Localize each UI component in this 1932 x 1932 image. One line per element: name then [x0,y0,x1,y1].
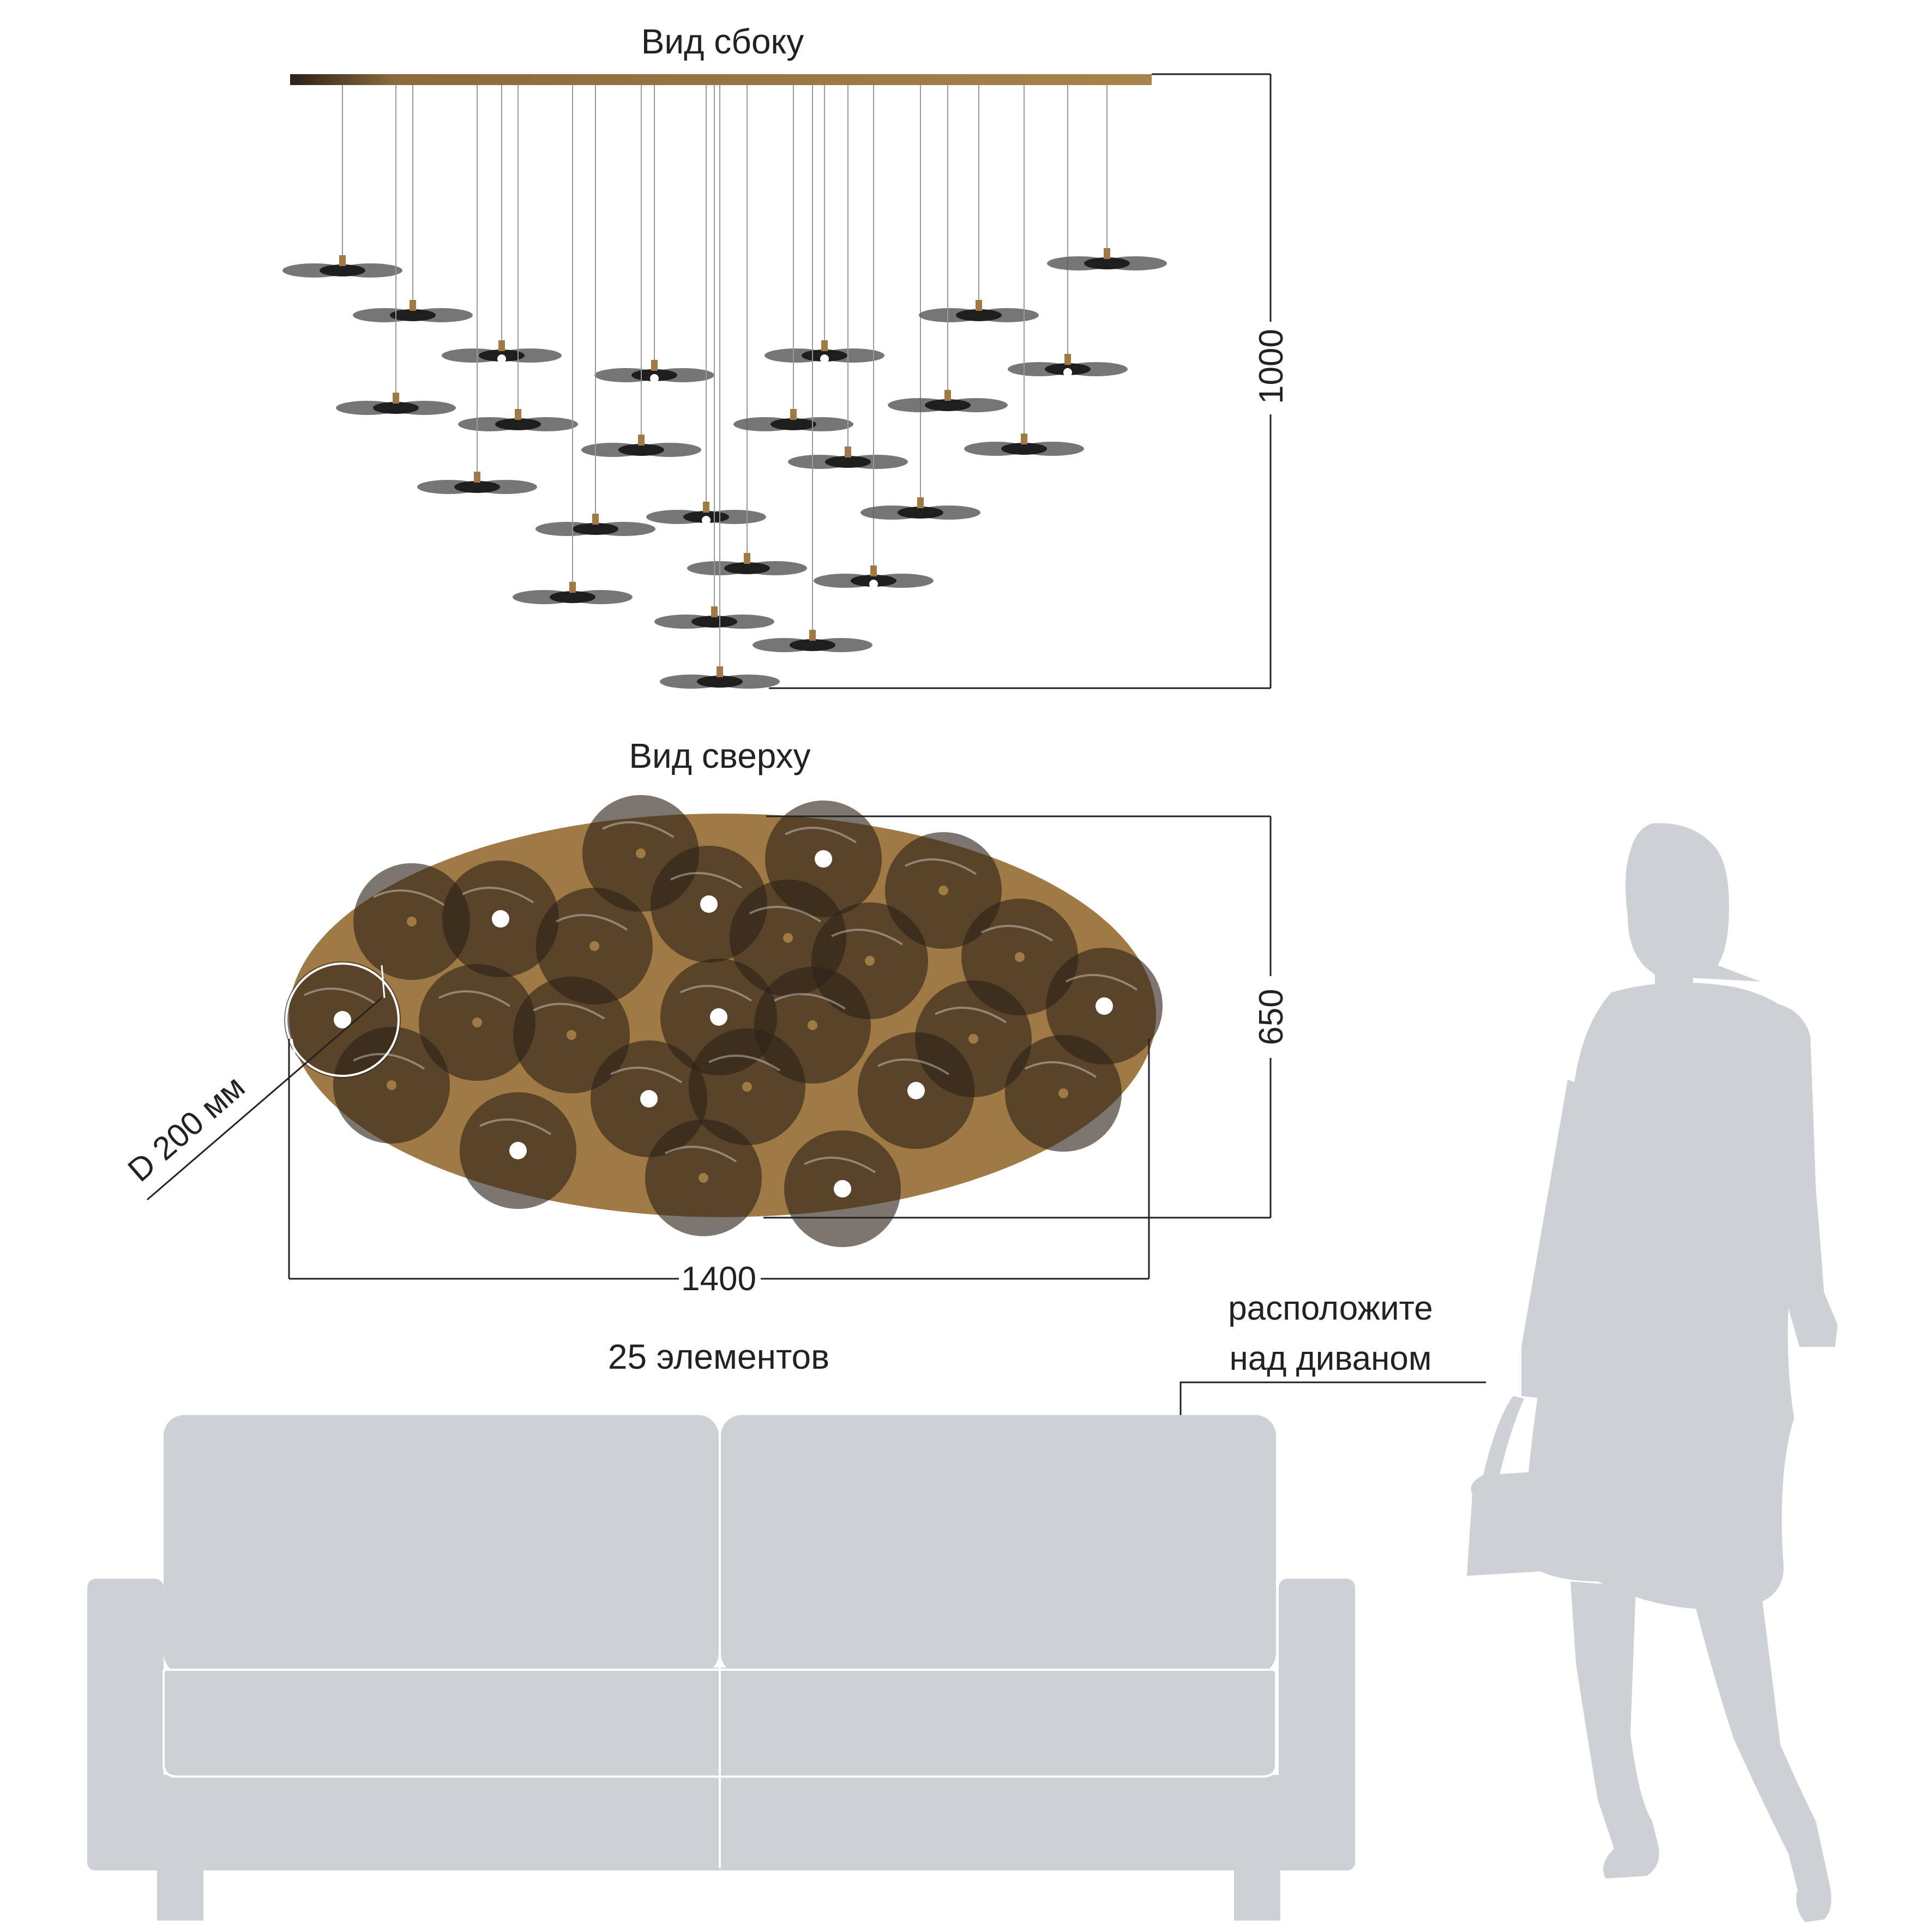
sofa-icon [87,1415,1355,1921]
pendant-side [687,85,807,575]
disc-top [513,977,630,1093]
pendant-side [964,85,1084,456]
pendant-side [654,85,774,629]
element-count: 25 элементов [608,1337,829,1376]
height-dimension [769,73,1272,689]
person-icon [1467,823,1838,1922]
pendant-side [1047,85,1167,270]
hint-line-1: расположите [1228,1290,1433,1327]
disc-top [689,1028,805,1145]
pendant-side [765,85,884,363]
pendant-side [282,85,402,278]
pendant-side [814,85,934,588]
disc-top [419,964,535,1081]
pendant-side [535,85,655,536]
diameter-leader [147,997,382,1201]
disc-top [333,1027,450,1143]
disc-top [1046,948,1163,1064]
pendant-side [442,85,562,363]
disc-top [1005,1035,1122,1152]
pendant-side [336,85,456,415]
pendant-side [646,85,766,525]
top-view-title: Вид сверху [629,736,810,775]
pendant-side [594,85,714,383]
pendant-side [888,85,1008,412]
diameter-highlight-circle [285,962,400,1077]
pendant-side [1008,85,1128,377]
hint-line-2: над диваном [1229,1340,1431,1377]
disc-top [536,888,653,1004]
height-dimension-label: 1000 [1253,329,1290,404]
width-dimension-label: 1400 [681,1260,756,1298]
pendant-side [733,85,853,431]
side-view-title: Вид сбоку [641,22,804,61]
pendant-side [513,85,633,604]
pendant-side [353,85,473,322]
disc-top [885,832,1002,949]
disc-top [784,1130,901,1247]
pendant-side [581,85,701,457]
top-view: Вид сверху D 200 мм 650 1400 [121,736,1290,1298]
disc-top [858,1032,974,1149]
pendant-side [417,85,537,494]
disc-top [460,1092,576,1209]
pendant-side [660,85,780,689]
diameter-label: D 200 мм [121,1068,252,1189]
disc-top [645,1120,762,1236]
pendant-side [919,85,1039,322]
disc-top [442,860,559,977]
disc-top [353,863,470,980]
pendants-side [282,85,1167,689]
depth-dimension-label: 650 [1253,989,1290,1045]
side-view: Вид сбоку 1000 [282,22,1290,689]
pendant-side [860,85,980,520]
pendant-side [458,85,578,431]
width-dimension [288,1039,1150,1280]
pendant-side [788,85,908,469]
depth-dimension [763,815,1272,1219]
ceiling-bar [290,74,1152,85]
pendant-side [753,85,872,652]
